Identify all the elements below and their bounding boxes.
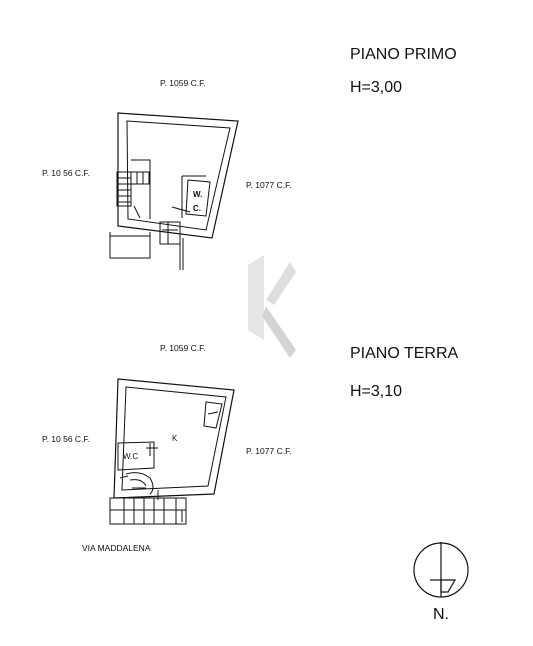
north-label: N. [433,606,449,623]
ground-floor-parcel-left: P. 10 56 C.F. [42,434,91,444]
first-floor-title: PIANO PRIMO [350,46,457,63]
first-floor-parcel-top: P. 1059 C.F. [160,78,206,88]
ground-floor-parcel-right: P. 1077 C.F. [246,446,292,456]
first-floor-parcel-right: P. 1077 C.F. [246,180,292,190]
ground-floor-title: PIANO TERRA [350,345,459,362]
ground-floor-room-k: K [172,434,178,443]
first-floor-height: H=3,00 [350,79,403,96]
ground-floor-height: H=3,10 [350,383,403,400]
street-label: VIA MADDALENA [82,543,151,553]
ground-floor-parcel-top: P. 1059 C.F. [160,343,206,353]
ground-floor-room-wc: W.C [123,452,139,461]
first-floor-parcel-left: P. 10 56 C.F. [42,168,91,178]
first-floor-room-wc-1: W. [193,190,203,199]
first-floor-room-wc-2: C. [193,204,201,213]
